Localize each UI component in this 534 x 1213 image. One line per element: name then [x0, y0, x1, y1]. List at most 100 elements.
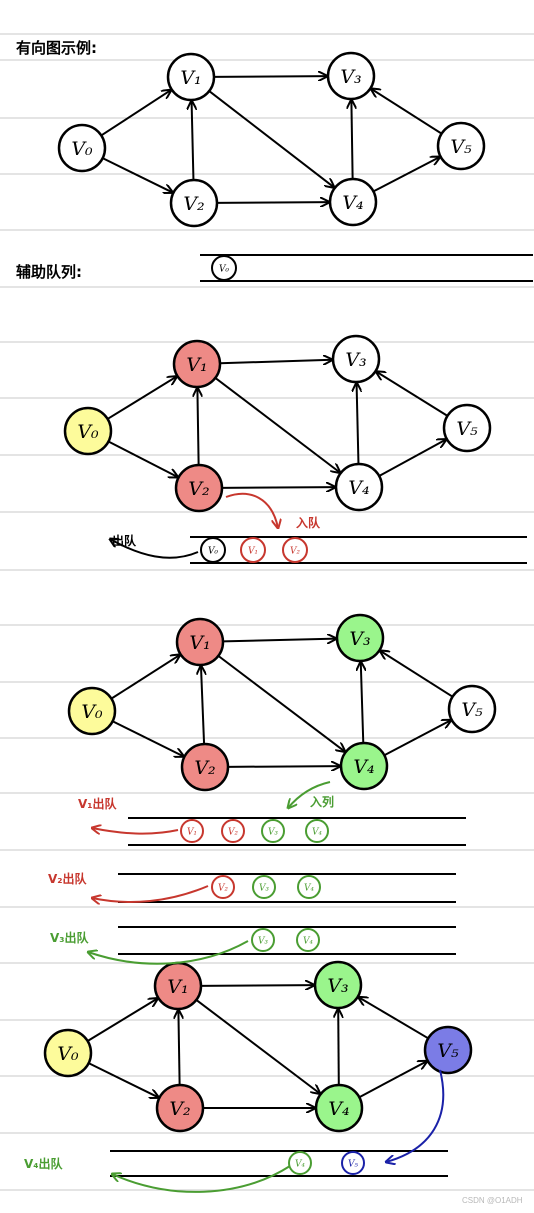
edge-v4-v5 — [383, 720, 450, 757]
node-circle — [67, 686, 117, 736]
node-label: V₀ — [77, 421, 99, 443]
dequeue-arrow-v3 — [88, 940, 249, 965]
annotation-arrows — [88, 492, 445, 1193]
node-circle — [172, 339, 222, 389]
queue-rails — [110, 254, 533, 1177]
edge-v5-v3 — [359, 997, 429, 1040]
svg-text:V₄: V₄ — [304, 884, 314, 894]
edge-v4-v3 — [338, 1009, 339, 1086]
watermark: CSDN @O1ADH — [462, 1196, 523, 1205]
edge-v1-v3 — [219, 360, 332, 364]
queue-token-v3: V₃ — [261, 819, 285, 843]
node-v0: V₀ — [63, 406, 113, 456]
node-label: V₂ — [194, 757, 215, 779]
node-label: V₁ — [186, 354, 207, 376]
edge-v1-v3 — [222, 639, 336, 642]
node-label: V₁ — [167, 976, 188, 998]
node-label: V₅ — [461, 699, 483, 721]
node-v5: V₅ — [436, 121, 486, 171]
node-v1: V₁ — [166, 52, 216, 102]
queue-token-v4: V₄ — [297, 875, 321, 899]
enqueue-arrow-step1 — [225, 492, 278, 528]
v3-dequeue-label: V₃出队 — [50, 930, 90, 945]
node-v4: V₄ — [314, 1083, 364, 1133]
node-circle — [63, 406, 113, 456]
node-circle — [326, 51, 376, 101]
node-label: V₂ — [169, 1098, 190, 1120]
enqueue-arrow-v5 — [386, 1069, 445, 1162]
node-circle — [174, 463, 224, 513]
edge-v4-v5 — [372, 157, 439, 193]
node-v0: V₀ — [67, 686, 117, 736]
svg-text:V₄: V₄ — [303, 937, 313, 947]
queue-token-v4: V₄ — [305, 819, 329, 843]
edge-v4-v3 — [351, 100, 352, 180]
v2-dequeue-label: V₂出队 — [48, 871, 88, 886]
node-v4: V₄ — [339, 741, 389, 791]
node-label: V₀ — [81, 701, 103, 723]
node-label: V₂ — [188, 478, 209, 500]
node-v2: V₂ — [169, 178, 219, 228]
edge-v4-v3 — [357, 383, 359, 465]
node-label: V₃ — [327, 975, 348, 997]
queue-heading: 辅助队列: — [16, 263, 82, 281]
node-label: V₅ — [437, 1040, 459, 1062]
v4-dequeue-label: V₄出队 — [24, 1156, 64, 1171]
dequeue-arrow-v2 — [92, 885, 209, 902]
queue-token-v1: V₁ — [180, 819, 204, 843]
node-circle — [314, 1083, 364, 1133]
node-label: V₄ — [328, 1098, 349, 1120]
node-circle — [57, 123, 107, 173]
edge-v0-v2 — [88, 1062, 159, 1097]
node-circle — [339, 741, 389, 791]
edge-v0-v1 — [110, 655, 179, 700]
node-v5: V₅ — [447, 684, 497, 734]
node-circle — [313, 960, 363, 1010]
v1-dequeue-label: V₁出队 — [78, 796, 118, 811]
edge-v5-v3 — [376, 372, 448, 417]
edge-v0-v2 — [108, 440, 177, 478]
svg-text:V₂: V₂ — [290, 547, 300, 557]
edge-v2-v4 — [227, 766, 340, 767]
node-circle — [331, 334, 381, 384]
node-circle — [175, 617, 225, 667]
edge-v2-v1 — [192, 101, 194, 181]
queue-token-v0: V₀ — [211, 255, 237, 281]
queue-token-v0: V₀ — [200, 537, 226, 563]
queue-token-v2: V₂ — [221, 819, 245, 843]
graph-initial: V₀ V₁ V₂ V₃ V₄ V₅ — [57, 51, 486, 228]
graph-step-1: V₀ V₁ V₂ V₃ V₄ V₅ — [63, 334, 492, 513]
node-v2: V₂ — [174, 463, 224, 513]
edge-v4-v5 — [378, 440, 446, 477]
node-v0: V₀ — [57, 123, 107, 173]
edge-v5-v3 — [371, 89, 443, 135]
node-circle — [43, 1028, 93, 1078]
graph-step-2: V₀ V₁ V₂ V₃ V₄ V₅ — [67, 613, 497, 792]
node-label: V₄ — [342, 192, 363, 214]
svg-text:V₂: V₂ — [218, 884, 228, 894]
node-label: V₅ — [456, 418, 478, 440]
node-circle — [166, 52, 216, 102]
node-label: V₂ — [183, 193, 204, 215]
edge-v0-v2 — [112, 720, 184, 756]
node-label: V₄ — [348, 477, 369, 499]
node-v1: V₁ — [175, 617, 225, 667]
node-circle — [447, 684, 497, 734]
node-label: V₃ — [349, 628, 370, 650]
svg-text:V₄: V₄ — [312, 828, 322, 838]
node-circle — [335, 613, 385, 663]
edge-v2-v1 — [178, 1010, 179, 1086]
node-v4: V₄ — [334, 462, 384, 512]
node-v1: V₁ — [153, 961, 203, 1011]
node-v3: V₃ — [313, 960, 363, 1010]
node-circle — [155, 1083, 205, 1133]
node-v2: V₂ — [155, 1083, 205, 1133]
svg-text:V₁: V₁ — [187, 828, 197, 838]
edge-v1-v4 — [214, 377, 340, 473]
node-circle — [328, 177, 378, 227]
svg-text:V₀: V₀ — [208, 547, 218, 557]
node-label: V₃ — [340, 66, 361, 88]
edge-v4-v5 — [358, 1061, 427, 1099]
node-v3: V₃ — [331, 334, 381, 384]
